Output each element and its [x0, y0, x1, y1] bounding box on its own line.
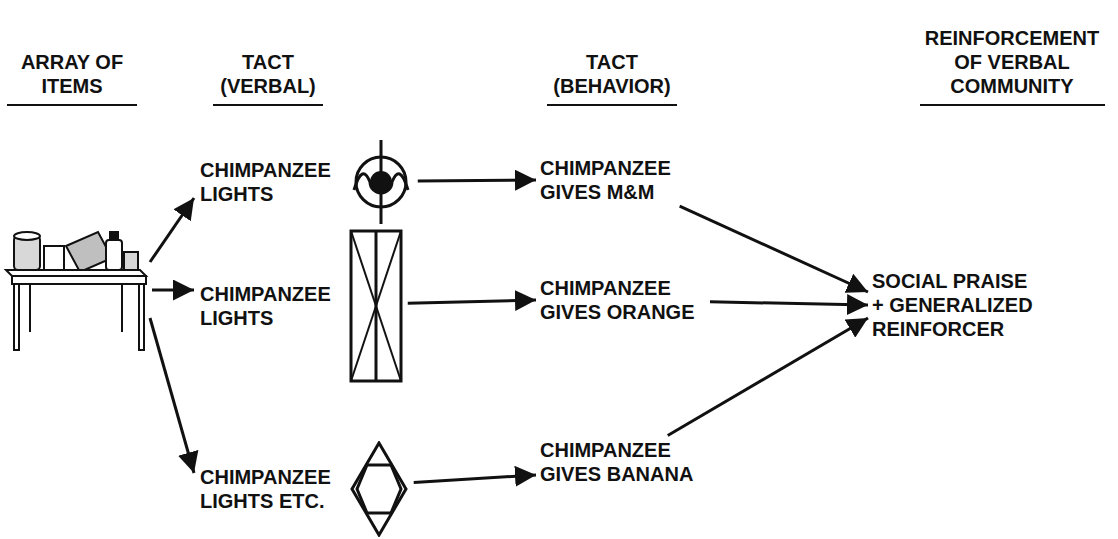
can	[124, 252, 138, 270]
node-text: CHIMPANZEE GIVES BANANA	[540, 438, 705, 486]
lexigram-stroke	[354, 174, 408, 193]
jar-lid	[14, 232, 40, 240]
column-heading: TACT (BEHAVIOR)	[547, 50, 677, 106]
lexigram-stroke	[351, 231, 401, 381]
pointer-arrow	[152, 289, 194, 292]
column-heading: TACT (VERBAL)	[213, 50, 323, 106]
lexigram-stroke	[357, 465, 401, 513]
text-node: CHIMPANZEE LIGHTS	[200, 229, 403, 383]
node-text: CHIMPANZEE LIGHTS	[200, 282, 331, 330]
node-text: SOCIAL PRAISE + GENERALIZED REINFORCER	[872, 269, 1039, 341]
text-node: CHIMPANZEE GIVES ORANGE	[540, 276, 705, 324]
table-leg	[29, 278, 31, 332]
lexigram-symbol	[349, 441, 409, 537]
node-text: CHIMPANZEE LIGHTS	[200, 158, 331, 206]
text-node: CHIMPANZEE GIVES BANANA	[540, 438, 705, 486]
connector-arrow	[408, 300, 536, 303]
lexigram-stroke	[351, 231, 401, 381]
table-edge	[12, 276, 146, 284]
lexigram-symbol	[349, 140, 413, 224]
connector-arrow	[414, 475, 536, 482]
column-heading: ARRAY OF ITEMS	[7, 50, 137, 106]
node-text: CHIMPANZEE GIVES ORANGE	[540, 276, 705, 324]
cup	[44, 246, 64, 270]
connector-arrow	[710, 302, 868, 305]
bottle	[106, 240, 122, 270]
bottle-cap	[110, 232, 118, 240]
text-node: CHIMPANZEE GIVES M&M	[540, 156, 705, 204]
node-text: CHIMPANZEE LIGHTS ETC.	[200, 465, 331, 513]
table-of-items	[6, 232, 146, 350]
pointer-arrow	[150, 318, 194, 473]
lexigram-stroke	[356, 157, 406, 207]
text-node: CHIMPANZEE LIGHTS	[200, 140, 413, 224]
text-node: SOCIAL PRAISE + GENERALIZED REINFORCER	[872, 269, 1039, 341]
lexigram-stroke	[352, 443, 406, 535]
connector-arrow	[418, 180, 536, 181]
connector-arrow	[680, 206, 868, 292]
text-node: CHIMPANZEE LIGHTS ETC.	[200, 441, 409, 537]
lexigram-symbol	[349, 229, 403, 383]
table-leg	[121, 278, 123, 332]
column-heading: REINFORCEMENT OF VERBAL COMMUNITY	[920, 26, 1105, 106]
lexigram-stroke	[351, 231, 401, 381]
pointer-arrow	[150, 198, 194, 262]
lexigram-stroke	[374, 231, 377, 381]
table-leg	[14, 284, 19, 350]
node-text: CHIMPANZEE GIVES M&M	[540, 156, 705, 204]
table-leg	[139, 284, 144, 350]
connector-arrow	[668, 318, 868, 435]
jar	[14, 236, 40, 270]
